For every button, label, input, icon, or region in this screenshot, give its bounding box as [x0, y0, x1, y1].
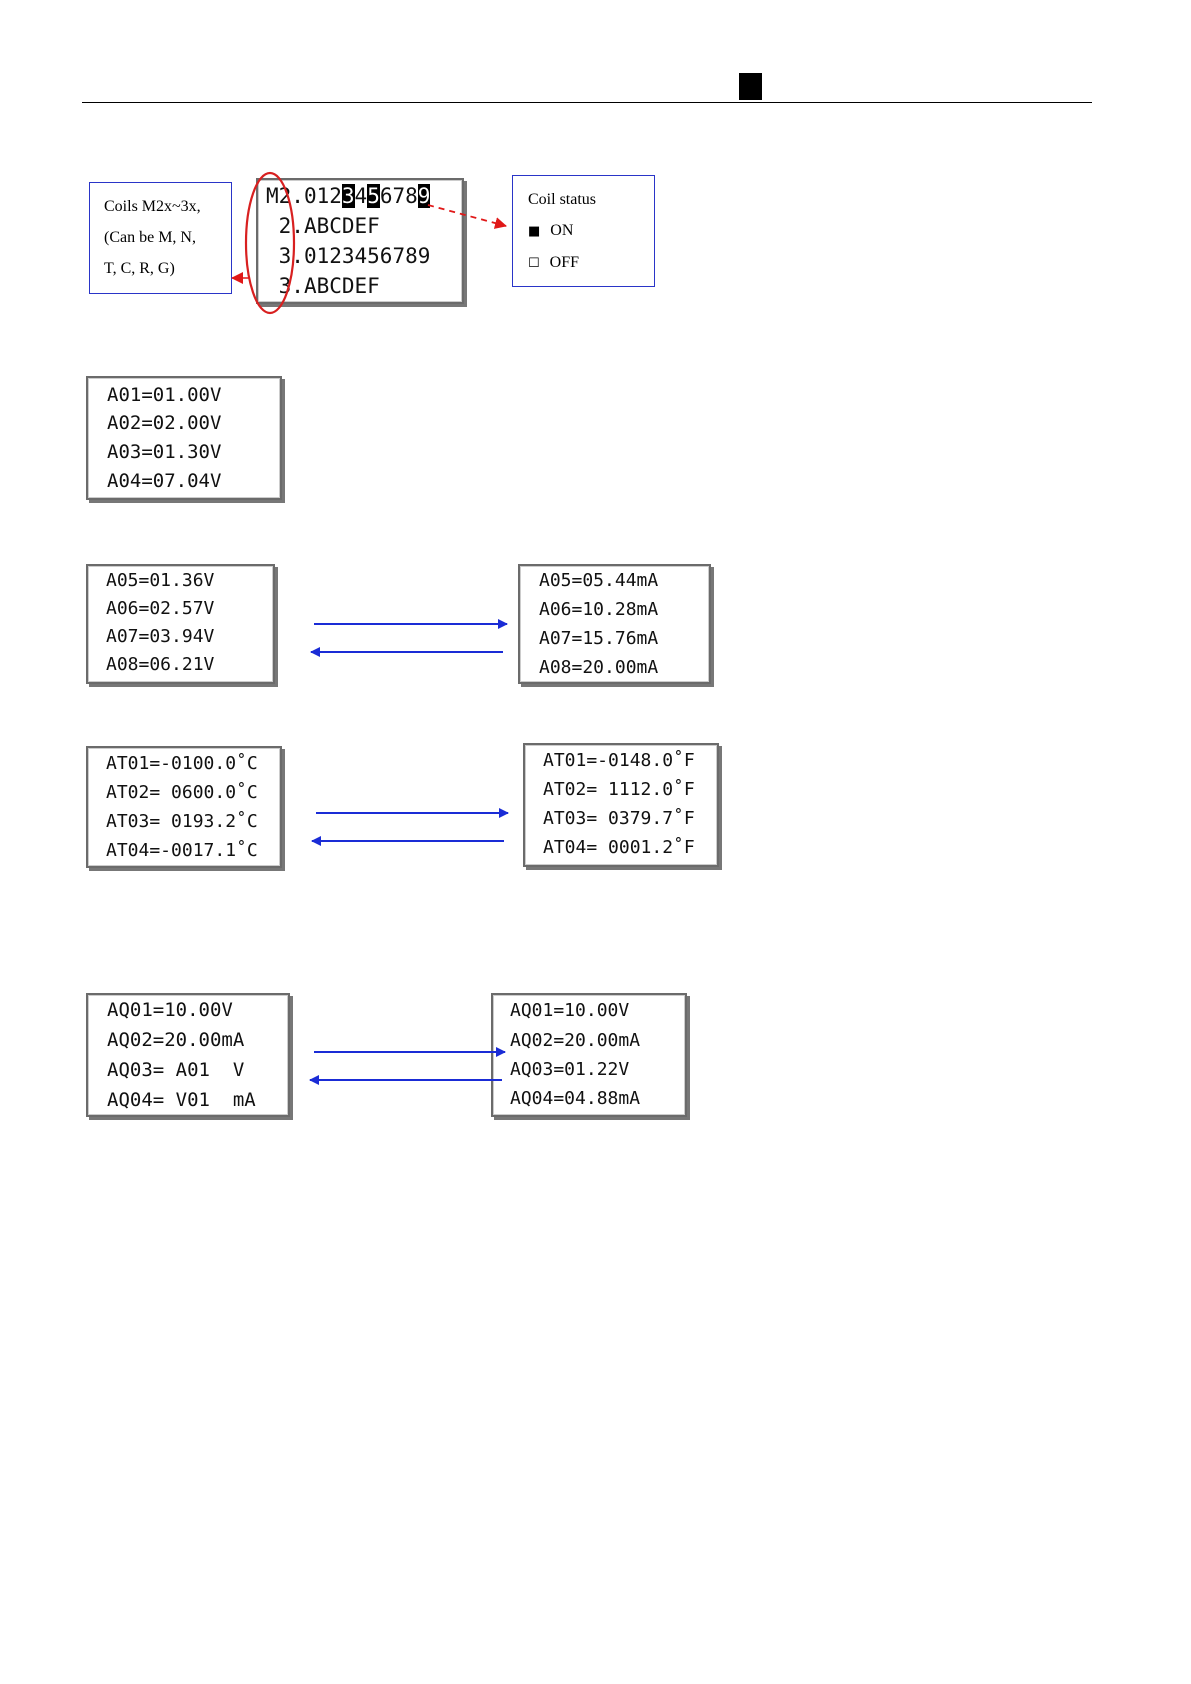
coil-on-digit: 9 [417, 184, 431, 208]
coil-row-prefix: 3 [266, 274, 292, 298]
coil-row-separator: . [291, 214, 304, 238]
temp-right-row-1: AT01=-0148.0˚F [543, 750, 695, 771]
coil-on-digit: 3 [341, 184, 355, 208]
coil-row-text: 678 [379, 184, 418, 208]
coil-row-text: 012 [303, 184, 342, 208]
coil-row: 3.ABCDEF [266, 274, 380, 298]
coil-note-callout: Coils M2x~3x, (Can be M, N, T, C, R, G) [89, 182, 232, 294]
coil-note-line-2: (Can be M, N, [104, 229, 196, 246]
legend-off-label: OFF [549, 254, 580, 271]
coil-status-legend: Coil status ■ ON ☐ OFF [512, 175, 655, 287]
coil-row-prefix: 3 [266, 244, 292, 268]
temp-left-row-3: AT03= 0193.2˚C [106, 811, 258, 832]
ai2-right-row-3: A07=15.76mA [539, 628, 659, 649]
coil-row: 2.ABCDEF [266, 214, 380, 238]
coil-row-text: ABCDEF [303, 214, 380, 238]
temp-left-row-4: AT04=-0017.1˚C [106, 840, 258, 861]
aq-lcd-screen-setup: AQ01=10.00V AQ02=20.00mA AQ03= A01 V AQ0… [86, 993, 290, 1117]
aq-right-row-3: AQ03=01.22V [510, 1059, 630, 1080]
header-marker [739, 73, 762, 100]
legend-off: ☐ OFF [528, 247, 654, 279]
temp-left-row-2: AT02= 0600.0˚C [106, 782, 258, 803]
filled-square-icon: ■ [528, 224, 541, 239]
coil-row-separator: . [291, 244, 304, 268]
ai1-row-4: A04=07.04V [107, 470, 222, 492]
ai1-row-3: A03=01.30V [107, 441, 222, 463]
ai2-right-row-1: A05=05.44mA [539, 570, 659, 591]
coil-row-prefix: M2 [266, 184, 292, 208]
empty-square-icon: ☐ [528, 256, 540, 271]
temp-right-row-4: AT04= 0001.2˚F [543, 837, 695, 858]
coil-row-text: ABCDEF [303, 274, 380, 298]
aq-left-row-4: AQ04= V01 mA [107, 1089, 256, 1111]
coil-row-text: 4 [354, 184, 368, 208]
ai2-left-row-1: A05=01.36V [106, 570, 215, 591]
coil-row-text: 0123456789 [303, 244, 431, 268]
ai1-row-1: A01=01.00V [107, 384, 222, 406]
temp-lcd-screen-celsius: AT01=-0100.0˚C AT02= 0600.0˚C AT03= 0193… [86, 746, 282, 868]
coil-lcd-screen: M2.0123456789 2.ABCDEF 3.0123456789 3.AB… [256, 178, 464, 304]
legend-on-label: ON [550, 222, 574, 239]
temp-left-row-1: AT01=-0100.0˚C [106, 753, 258, 774]
ai2-left-row-4: A08=06.21V [106, 654, 215, 675]
aq-lcd-screen-values: AQ01=10.00V AQ02=20.00mA AQ03=01.22V AQ0… [491, 993, 687, 1117]
coil-row-separator: . [291, 274, 304, 298]
ai-lcd-screen-current: A05=05.44mA A06=10.28mA A07=15.76mA A08=… [518, 564, 711, 684]
aq-right-row-1: AQ01=10.00V [510, 1000, 630, 1021]
aq-left-row-3: AQ03= A01 V [107, 1059, 245, 1081]
temp-right-row-3: AT03= 0379.7˚F [543, 808, 695, 829]
ai1-row-2: A02=02.00V [107, 412, 222, 434]
coil-note-line-1: Coils M2x~3x, [104, 198, 201, 215]
temp-lcd-screen-fahrenheit: AT01=-0148.0˚F AT02= 1112.0˚F AT03= 0379… [523, 743, 719, 867]
ai2-left-row-2: A06=02.57V [106, 598, 215, 619]
coil-status-title: Coil status [528, 191, 597, 208]
coil-on-digit: 5 [367, 184, 380, 208]
coil-row: M2.0123456789 [266, 184, 431, 208]
coil-row-separator: . [291, 184, 304, 208]
temp-right-row-2: AT02= 1112.0˚F [543, 779, 695, 800]
ai2-left-row-3: A07=03.94V [106, 626, 215, 647]
ai2-right-row-2: A06=10.28mA [539, 599, 659, 620]
legend-on: ■ ON [528, 215, 654, 247]
aq-right-row-2: AQ02=20.00mA [510, 1030, 641, 1051]
ai2-right-row-4: A08=20.00mA [539, 657, 659, 678]
aq-left-row-2: AQ02=20.00mA [107, 1029, 245, 1051]
coil-row: 3.0123456789 [266, 244, 431, 268]
aq-right-row-4: AQ04=04.88mA [510, 1088, 641, 1109]
ai-lcd-screen-1: A01=01.00V A02=02.00V A03=01.30V A04=07.… [86, 376, 282, 500]
coil-note-line-3: T, C, R, G) [104, 260, 175, 277]
header-rule [82, 102, 1092, 103]
coil-row-prefix: 2 [266, 214, 292, 238]
ai-lcd-screen-voltage: A05=01.36V A06=02.57V A07=03.94V A08=06.… [86, 564, 275, 684]
aq-left-row-1: AQ01=10.00V [107, 999, 233, 1021]
